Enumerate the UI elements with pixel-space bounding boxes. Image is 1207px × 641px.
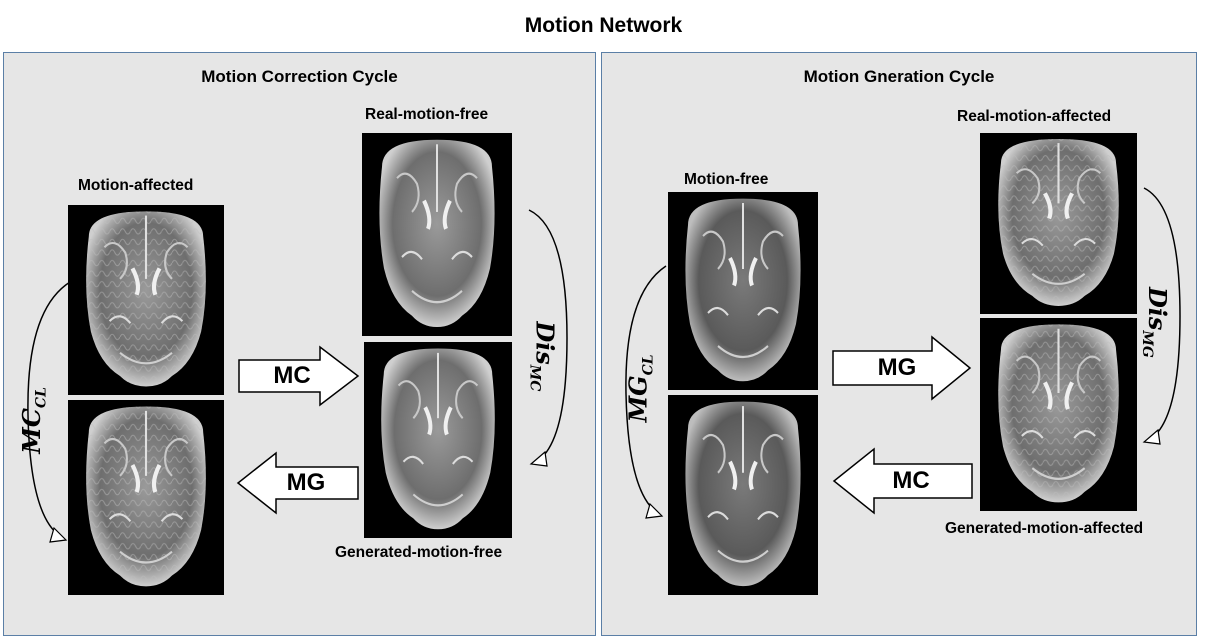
- mg-arrow-left: [236, 451, 359, 515]
- label-motion-affected: Motion-affected: [78, 177, 194, 194]
- mg-arrow-right: [832, 335, 972, 401]
- generated-motion-free-scan: [364, 342, 512, 538]
- real-motion-free-scan: [362, 133, 512, 336]
- mc-arrow-right: [238, 345, 360, 407]
- mc-arrow-label: MC: [273, 362, 311, 389]
- mg-arrow-label: MG: [286, 469, 326, 496]
- motion-free-scan-top: [668, 192, 818, 390]
- real-motion-affected-scan: [980, 133, 1137, 314]
- panel-title: Motion Gneration Cycle: [803, 67, 995, 86]
- dis-mc-loss-label: DisMC: [526, 321, 560, 392]
- diagram-title: Motion Network: [524, 14, 683, 37]
- mc-left-arrow-label: MC: [892, 467, 930, 494]
- mg-right-arrow-label: MG: [877, 354, 917, 381]
- mg-cl-loss-label: MGCL: [623, 354, 657, 423]
- motion-affected-scan-bottom: [68, 400, 224, 595]
- mg-cl-loop-arrow: [625, 265, 667, 519]
- dis-mc-loop-arrow: [528, 209, 568, 467]
- motion-free-scan-bottom: [668, 395, 818, 595]
- label-real-motion-affected: Real-motion-affected: [957, 108, 1112, 125]
- dis-mg-loop-arrow: [1142, 187, 1181, 445]
- label-generated-motion-free: Generated-motion-free: [335, 544, 503, 561]
- motion-affected-scan-top: [68, 205, 224, 395]
- label-motion-free: Motion-free: [684, 171, 769, 188]
- generated-motion-affected-scan: [980, 318, 1137, 511]
- dis-mg-loss-label: DisMG: [1139, 286, 1172, 358]
- mc-cl-loop-arrow: [27, 281, 71, 543]
- mc-cl-loss-label: MCCL: [16, 387, 50, 454]
- label-generated-motion-affected: Generated-motion-affected: [945, 520, 1144, 537]
- label-real-motion-free: Real-motion-free: [365, 106, 489, 123]
- panel-title: Motion Correction Cycle: [201, 67, 398, 86]
- mc-arrow-left: [832, 447, 973, 515]
